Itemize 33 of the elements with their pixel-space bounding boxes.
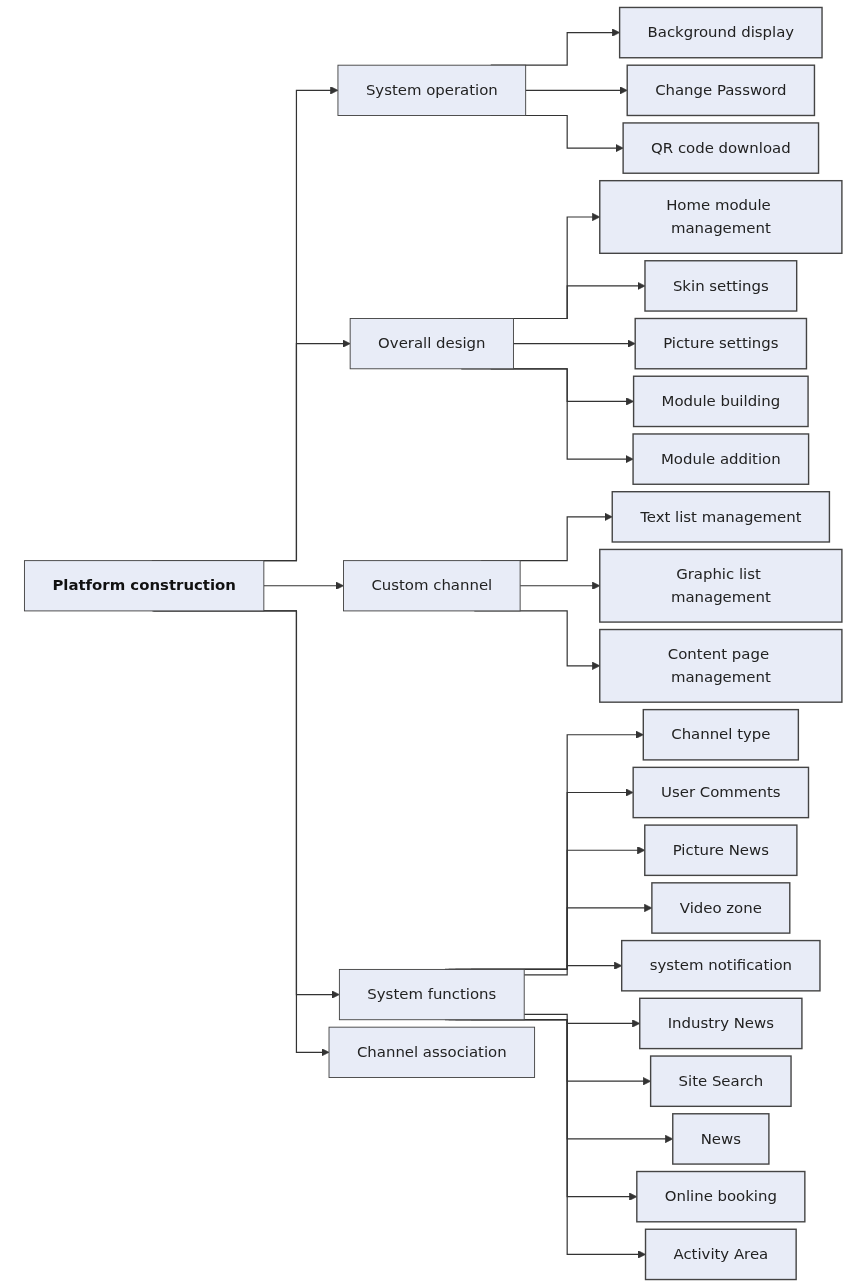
- node-box: Industry News: [639, 997, 803, 1050]
- node-box: News: [672, 1113, 770, 1165]
- node-box: Custom channel: [343, 560, 521, 612]
- arrow: [519, 581, 601, 590]
- node-box: System operation: [337, 64, 527, 116]
- node-box: Home module management: [599, 179, 843, 254]
- node-box: Platform construction: [24, 560, 265, 612]
- node-box: Picture News: [644, 824, 798, 877]
- node-box: Online booking: [636, 1170, 806, 1223]
- node-box: Module addition: [632, 433, 810, 485]
- node-box: Overall design: [350, 318, 515, 370]
- node-box: Activity Area: [645, 1228, 798, 1281]
- node-box: Background display: [619, 6, 824, 59]
- node-box: Channel association: [328, 1026, 536, 1078]
- node-box: QR code download: [622, 122, 820, 174]
- node-box: Skin settings: [644, 260, 798, 312]
- node-box: System functions: [339, 968, 525, 1021]
- node-box: Site Search: [650, 1055, 793, 1108]
- node-box: Content page management: [599, 628, 843, 703]
- node-box: system notification: [621, 939, 821, 992]
- arrow: [263, 581, 345, 590]
- arrow: [523, 1013, 641, 1028]
- arrow: [513, 339, 636, 348]
- node-box: Module building: [633, 375, 810, 428]
- node-box: Graphic list management: [599, 548, 843, 623]
- node-box: Video zone: [651, 882, 791, 934]
- node-box: User Comments: [632, 766, 810, 819]
- node-box: Text list management: [611, 491, 831, 543]
- node-box: Channel type: [642, 708, 800, 761]
- arrow: [525, 86, 628, 95]
- arrow: [523, 961, 623, 976]
- node-box: Picture settings: [634, 317, 808, 370]
- node-box: Change Password: [626, 64, 816, 117]
